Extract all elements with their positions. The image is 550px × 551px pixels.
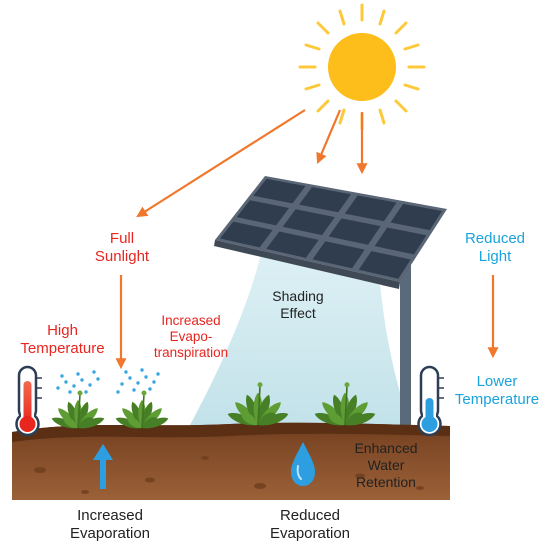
solar-cell xyxy=(253,178,306,204)
label-full-sunlight: Full Sunlight xyxy=(94,230,150,265)
thermometer-cold-icon xyxy=(417,365,444,437)
solar-cell xyxy=(236,200,290,226)
sunlight-arrows xyxy=(115,109,499,370)
arrow-sun-to-full-sunlight xyxy=(136,109,306,218)
solar-cell xyxy=(282,209,335,236)
sun-icon xyxy=(298,3,426,131)
solar-cell xyxy=(390,203,443,231)
label-increased-evapotranspiration: Increased Evapo- transpiration xyxy=(153,313,229,361)
up-arrow-icon xyxy=(93,444,113,489)
solar-panel-icon xyxy=(214,176,447,289)
plant-icon xyxy=(51,390,105,429)
solar-cell xyxy=(266,231,319,258)
plant-icon xyxy=(115,390,169,429)
solar-cell xyxy=(358,251,411,279)
label-shading-effect: Shading Effect xyxy=(272,288,324,321)
solar-cell xyxy=(374,227,427,255)
shading-cone xyxy=(190,250,410,425)
vapor-droplets-icon xyxy=(56,368,160,394)
water-drop-icon xyxy=(291,442,315,486)
soil xyxy=(12,422,450,500)
solar-cell xyxy=(344,195,397,222)
label-lower-temperature: Lower Temperature xyxy=(454,373,540,408)
arrow-sun-to-panel-left xyxy=(316,109,342,165)
plant-icon xyxy=(314,382,376,426)
plant-icon xyxy=(227,382,289,426)
label-reduced-light: Reduced Light xyxy=(464,230,526,265)
solar-cell xyxy=(220,221,273,248)
label-reduced-evaporation: Reduced Evaporation xyxy=(269,507,351,542)
label-increased-evaporation: Increased Evaporation xyxy=(69,507,151,542)
thermometer-hot-icon xyxy=(15,365,42,437)
solar-cell xyxy=(299,187,352,213)
label-enhanced-water-retention: Enhanced Water Retention xyxy=(354,440,418,490)
label-high-temperature: High Temperature xyxy=(20,322,105,357)
solar-cell xyxy=(312,241,365,269)
panel-pole xyxy=(400,244,411,427)
solar-cell xyxy=(328,218,381,245)
